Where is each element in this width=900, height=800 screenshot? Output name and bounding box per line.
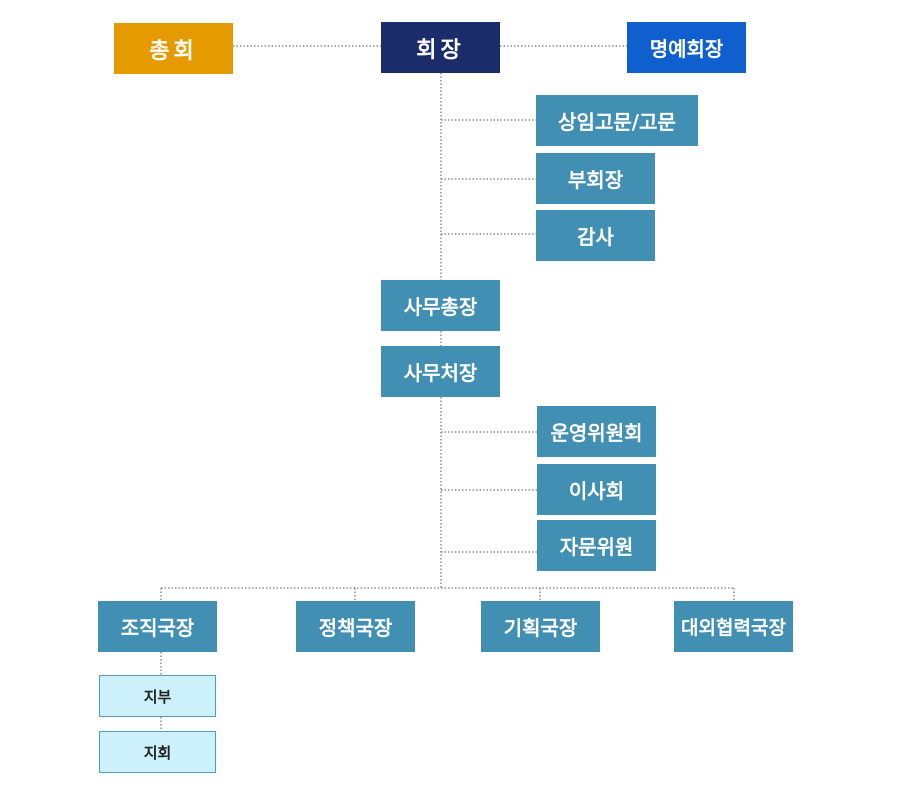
steering-committee-label: 운영위원회 — [550, 421, 643, 445]
secretary-general-box: 사무총장 — [381, 280, 500, 331]
vice-president-box: 부회장 — [536, 153, 655, 204]
organization-director-box: 조직국장 — [98, 601, 217, 652]
chapter-box: 지회 — [99, 731, 216, 773]
advisory-committee-label: 자문위원 — [559, 535, 634, 559]
planning-director-box: 기획국장 — [481, 601, 600, 652]
branch-label: 지부 — [143, 687, 172, 706]
honorary-president-label: 명예회장 — [649, 37, 724, 61]
general-assembly-label: 총회 — [149, 38, 198, 64]
steering-committee-box: 운영위원회 — [537, 406, 656, 457]
vice-president-label: 부회장 — [567, 168, 624, 192]
board-of-directors-box: 이사회 — [537, 464, 656, 515]
auditor-label: 감사 — [577, 225, 614, 249]
office-director-box: 사무처장 — [381, 346, 500, 397]
policy-director-label: 정책국장 — [318, 616, 393, 640]
board-of-directors-label: 이사회 — [568, 479, 625, 503]
external-affairs-director-label: 대외협력국장 — [681, 617, 786, 639]
policy-director-box: 정책국장 — [296, 601, 415, 652]
external-affairs-director-box: 대외협력국장 — [674, 601, 793, 652]
advisory-committee-box: 자문위원 — [537, 520, 656, 571]
planning-director-label: 기획국장 — [503, 616, 578, 640]
honorary-president-box: 명예회장 — [627, 22, 746, 73]
chapter-label: 지회 — [143, 743, 172, 762]
president-label: 회장 — [416, 37, 465, 63]
general-assembly-box: 총회 — [114, 23, 233, 74]
secretary-general-label: 사무총장 — [403, 295, 478, 319]
office-director-label: 사무처장 — [403, 361, 478, 385]
standing-advisor-label: 상임고문/고문 — [558, 110, 676, 134]
branch-box: 지부 — [99, 675, 216, 717]
auditor-box: 감사 — [536, 210, 655, 261]
president-box: 회장 — [381, 22, 500, 73]
organization-director-label: 조직국장 — [120, 616, 195, 640]
standing-advisor-box: 상임고문/고문 — [536, 95, 698, 146]
